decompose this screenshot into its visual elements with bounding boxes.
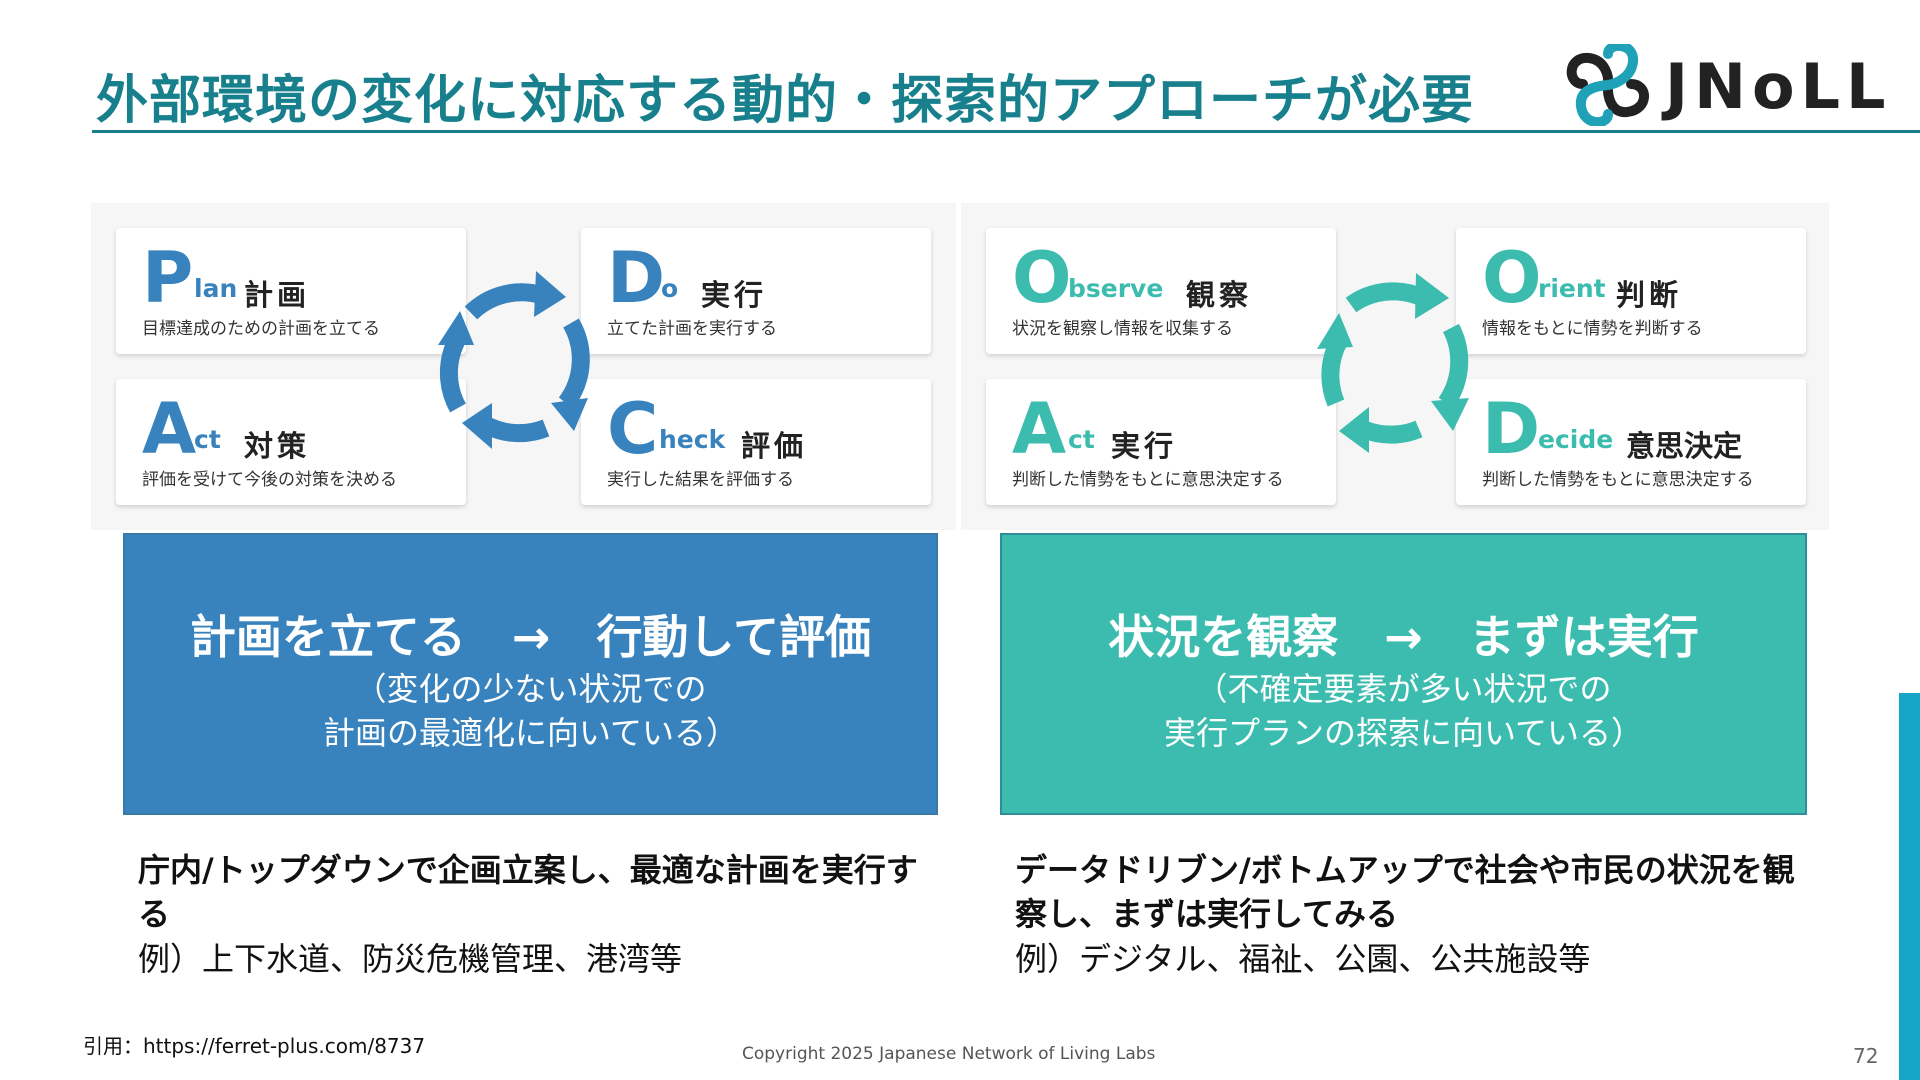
knot-logo-icon — [1566, 44, 1649, 126]
pdca-panel: P lan 計画 目標達成のための計画を立てる D o 実行 立てた計画を実行す… — [91, 203, 956, 530]
pdca-examples: 例）上下水道、防災危機管理、港湾等 — [138, 940, 683, 978]
ooda-summary-banner: 状況を観察 → まずは実行 （不確定要素が多い状況での 実行プランの探索に向いて… — [1000, 533, 1807, 815]
ooda-panel: O bserve 観察 状況を観察し情報を収集する O rient 判断 情報を… — [961, 203, 1829, 530]
card-word: bserve — [1068, 274, 1164, 303]
banner-sub-line-1: （不確定要素が多い状況での — [1195, 670, 1612, 708]
card-letter: A — [142, 388, 197, 470]
card-letter: O — [1012, 237, 1072, 319]
ooda-card-decide: D ecide 意思決定 判断した情勢をもとに意思決定する — [1456, 379, 1806, 505]
card-description: 目標達成のための計画を立てる — [142, 319, 380, 339]
pdca-card-act: A ct 対策 評価を受けて今後の対策を決める — [116, 379, 466, 505]
card-jp-label: 対策 — [244, 429, 311, 463]
copyright: Copyright 2025 Japanese Network of Livin… — [742, 1044, 1156, 1064]
card-description: 評価を受けて今後の対策を決める — [142, 470, 397, 490]
pdca-summary-banner: 計画を立てる → 行動して評価 （変化の少ない状況での 計画の最適化に向いている… — [123, 533, 938, 815]
citation: 引用：https://ferret-plus.com/8737 — [83, 1034, 426, 1058]
card-description: 実行した結果を評価する — [607, 470, 794, 490]
card-description: 立てた計画を実行する — [607, 319, 777, 339]
accent-side-bar — [1899, 693, 1920, 1080]
pdca-description: 庁内/トップダウンで企画立案し、最適な計画を実行する — [138, 851, 918, 933]
card-letter: D — [1482, 388, 1541, 470]
card-word: lan — [194, 274, 238, 303]
ooda-card-observe: O bserve 観察 状況を観察し情報を収集する — [986, 228, 1336, 354]
card-word: ct — [1068, 425, 1095, 454]
card-jp-label: 実行 — [1111, 429, 1178, 463]
banner-sub-line-2: 実行プランの探索に向いている） — [1163, 714, 1644, 752]
card-jp-label: 実行 — [701, 278, 768, 312]
card-description: 情報をもとに情勢を判断する — [1482, 319, 1703, 339]
pdca-card-do: D o 実行 立てた計画を実行する — [581, 228, 931, 354]
ooda-card-orient: O rient 判断 情報をもとに情勢を判断する — [1456, 228, 1806, 354]
ooda-cycle-arrows-icon — [1317, 273, 1469, 453]
card-jp-label: 判断 — [1616, 278, 1683, 312]
title-underline — [92, 130, 1920, 133]
logo-wordmark: JNoLL — [1665, 50, 1892, 123]
card-word: rient — [1538, 274, 1606, 303]
card-letter: P — [142, 237, 194, 319]
pdca-card-check: C heck 評価 実行した結果を評価する — [581, 379, 931, 505]
banner-main-text: 計画を立てる → 行動して評価 — [189, 610, 872, 664]
card-letter: A — [1012, 388, 1067, 470]
card-letter: O — [1482, 237, 1542, 319]
card-description: 判断した情勢をもとに意思決定する — [1482, 470, 1754, 490]
card-word: heck — [659, 425, 726, 454]
card-letter: C — [607, 388, 659, 470]
card-jp-label: 計画 — [244, 278, 311, 312]
card-description: 状況を観察し情報を収集する — [1012, 319, 1233, 339]
card-letter: D — [607, 237, 666, 319]
card-jp-label: 評価 — [741, 429, 808, 463]
page-number: 72 — [1853, 1044, 1879, 1068]
ooda-examples: 例）デジタル、福祉、公園、公共施設等 — [1015, 940, 1591, 978]
banner-sub-line-2: 計画の最適化に向いている） — [322, 714, 739, 752]
banner-sub-line-1: （変化の少ない状況での — [354, 670, 707, 708]
card-description: 判断した情勢をもとに意思決定する — [1012, 470, 1284, 490]
banner-main-text: 状況を観察 → まずは実行 — [1108, 610, 1699, 664]
jnoll-logo: JNoLL — [1565, 44, 1920, 126]
card-word: ct — [194, 425, 221, 454]
ooda-card-act: A ct 実行 判断した情勢をもとに意思決定する — [986, 379, 1336, 505]
pdca-cycle-arrows-icon — [438, 271, 590, 449]
card-jp-label: 意思決定 — [1626, 429, 1743, 463]
pdca-card-plan: P lan 計画 目標達成のための計画を立てる — [116, 228, 466, 354]
slide-title: 外部環境の変化に対応する動的・探索的アプローチが必要 — [96, 71, 1475, 131]
card-word: ecide — [1538, 425, 1614, 454]
card-jp-label: 観察 — [1186, 278, 1253, 312]
ooda-description: データドリブン/ボトムアップで社会や市民の状況を観察し、まずは実行してみる — [1015, 851, 1795, 933]
card-word: o — [661, 274, 679, 303]
